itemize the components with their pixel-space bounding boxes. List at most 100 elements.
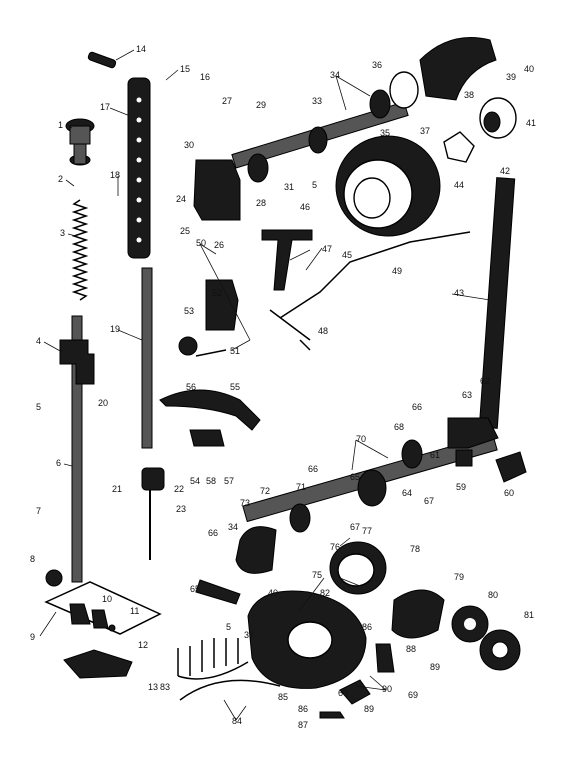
callout-46: 46 (300, 202, 310, 212)
part-1-bushing (65, 118, 95, 166)
callout-26: 26 (214, 240, 224, 250)
callout-34a: 34 (330, 70, 340, 80)
callout-16: 16 (200, 72, 210, 82)
part-33-collar (308, 126, 328, 154)
callout-47: 47 (322, 244, 332, 254)
part-88-bracket (375, 643, 395, 673)
callout-34b: 34 (228, 522, 238, 532)
callout-6: 6 (56, 458, 61, 468)
callout-19: 19 (110, 324, 120, 334)
part-90-clamp (339, 679, 371, 705)
callout-53: 53 (184, 306, 194, 316)
callout-37a: 37 (420, 126, 430, 136)
callout-27a: 27 (222, 96, 232, 106)
part-52-assembly (178, 279, 239, 357)
part-6-presser-bar (71, 315, 83, 583)
part-59-nut (455, 449, 473, 467)
callout-83: 83 (160, 682, 170, 692)
callout-57: 57 (224, 476, 234, 486)
callout-48: 48 (318, 326, 328, 336)
part-8-knob (45, 569, 63, 587)
part-42-hub (479, 97, 517, 139)
callout-10: 10 (102, 594, 112, 604)
callout-85: 85 (278, 692, 288, 702)
callout-81: 81 (524, 610, 534, 620)
callout-11: 11 (130, 606, 139, 616)
callout-72: 72 (260, 486, 270, 496)
callout-84: 84 (232, 716, 242, 726)
part-22-clamp (141, 467, 165, 491)
callout-66a: 66 (412, 402, 422, 412)
callout-73: 73 (240, 498, 250, 508)
callout-40b: 40 (268, 588, 278, 598)
callout-29: 29 (256, 100, 266, 110)
callout-59: 59 (456, 482, 466, 492)
part-83-forks (177, 638, 249, 680)
callout-5a: 5 (36, 402, 41, 412)
callout-62: 62 (480, 376, 490, 386)
part-62-crank (447, 417, 499, 449)
callout-88: 88 (406, 644, 416, 654)
part-79-bobbin-case (391, 589, 445, 639)
callout-30: 30 (184, 140, 194, 150)
callout-44: 44 (454, 180, 464, 190)
callout-69b: 69 (338, 688, 348, 698)
callout-13: 13 (148, 682, 158, 692)
callout-54: 54 (190, 476, 200, 486)
callout-43: 43 (454, 288, 464, 298)
callout-7: 7 (36, 506, 41, 516)
callout-76: 76 (330, 542, 340, 552)
part-4-bracket (59, 339, 95, 385)
callout-51: 51 (230, 346, 240, 356)
callout-86b: 86 (298, 704, 308, 714)
part-64-collar (357, 469, 387, 507)
callout-64: 64 (402, 488, 412, 498)
callout-18: 18 (110, 170, 120, 180)
callout-14: 14 (136, 44, 146, 54)
part-47-fork (261, 229, 313, 291)
part-81-bobbin (479, 629, 521, 671)
callout-45: 45 (342, 250, 352, 260)
part-36-bushing (389, 71, 419, 109)
part-54-bracket (189, 429, 225, 447)
callout-55: 55 (230, 382, 240, 392)
callout-22: 22 (174, 484, 184, 494)
callout-38: 38 (464, 90, 474, 100)
callout-8: 8 (30, 554, 35, 564)
callout-42: 42 (500, 166, 510, 176)
callout-79: 79 (454, 572, 464, 582)
callout-61: 61 (430, 450, 440, 460)
callout-21: 21 (112, 484, 122, 494)
callout-68: 68 (394, 422, 404, 432)
part-60-bracket (495, 451, 527, 483)
callout-41: 41 (526, 118, 536, 128)
callout-50: 50 (196, 238, 206, 248)
part-19-needle-bar (141, 267, 153, 449)
callout-1: 1 (58, 120, 63, 130)
callout-3: 3 (60, 228, 65, 238)
part-65-shaft (195, 579, 241, 605)
callout-89a: 89 (430, 662, 440, 672)
callout-5c: 5 (226, 622, 231, 632)
callout-25: 25 (180, 226, 190, 236)
callout-20: 20 (98, 398, 108, 408)
part-35-collar (369, 89, 391, 119)
part-74-gear (235, 526, 277, 574)
callout-36: 36 (372, 60, 382, 70)
callout-5b: 5 (312, 180, 317, 190)
callout-78: 78 (410, 544, 420, 554)
callout-86a: 86 (362, 622, 372, 632)
callout-labels: 14 15 16 17 1 2 18 3 4 5 20 19 6 7 8 9 1… (30, 44, 536, 730)
part-82-rotary-hook (247, 590, 367, 689)
callout-67b: 67 (350, 522, 360, 532)
part-68-collar (401, 439, 423, 469)
part-71-collar (289, 503, 311, 533)
parts-illustrations (44, 37, 527, 719)
part-85-base-plate (179, 679, 281, 701)
callout-66c: 66 (208, 528, 218, 538)
callout-24: 24 (176, 194, 186, 204)
callout-33: 33 (312, 96, 322, 106)
callout-69a: 69 (408, 690, 418, 700)
callout-35: 35 (380, 128, 390, 138)
callout-65b: 65 (190, 584, 200, 594)
